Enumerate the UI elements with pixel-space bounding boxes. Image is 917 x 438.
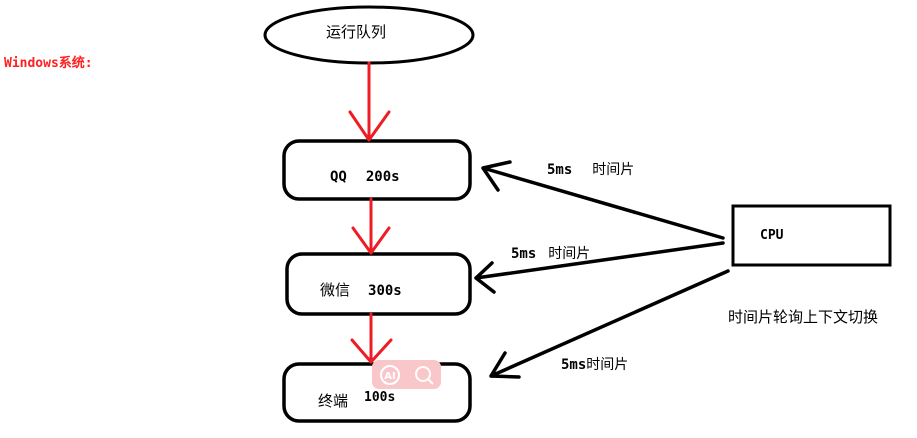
process-time: 300s <box>368 283 402 299</box>
flow-arrow-qq-to-wechat <box>351 197 391 255</box>
slice-amount: 5ms <box>561 357 587 373</box>
run-queue-label: 运行队列 <box>326 23 387 41</box>
process-name: 终端 <box>318 392 349 410</box>
process-time: 200s <box>365 169 400 185</box>
process-name: QQ <box>330 169 347 185</box>
ai-badge-icon[interactable]: AI <box>380 365 400 385</box>
svg-text:AI: AI <box>384 371 395 382</box>
flow-arrow-wechat-to-terminal <box>350 312 393 364</box>
slice-text: 时间片 <box>592 162 635 178</box>
flow-arrow-queue-to-qq <box>348 61 391 142</box>
time-slice-label-terminal: 5ms时间片 <box>561 358 628 373</box>
cpu-arrow-to-terminal <box>489 269 730 379</box>
process-box-qq <box>282 139 472 201</box>
slice-text: 时间片 <box>586 357 629 373</box>
cpu-arrows <box>474 160 730 379</box>
process-name: 微信 <box>320 281 351 299</box>
process-label-qq: QQ 200s <box>330 170 400 185</box>
cpu-note-label: 时间片轮询上下文切换 <box>728 308 879 326</box>
cpu-arrow-to-wechat <box>474 241 725 294</box>
process-time: 100s <box>364 390 396 405</box>
search-icon[interactable] <box>415 366 434 385</box>
cpu-box <box>731 204 892 267</box>
slice-amount: 5ms <box>511 246 537 262</box>
slice-text: 时间片 <box>548 246 591 262</box>
system-label: Windows系统: <box>4 56 93 71</box>
process-box-wechat <box>285 252 472 316</box>
queue-flow-arrows <box>348 61 393 364</box>
ai-search-overlay[interactable]: AI <box>372 360 441 389</box>
cpu-label: CPU <box>760 228 784 243</box>
slice-amount: 5ms <box>547 162 573 178</box>
cpu-arrow-to-qq <box>481 160 725 240</box>
time-slice-label-wechat: 5ms 时间片 <box>511 247 590 262</box>
process-label-terminal: 终端 100s <box>318 390 396 410</box>
time-slice-label-qq: 5ms 时间片 <box>547 163 634 178</box>
process-label-wechat: 微信 300s <box>320 283 402 299</box>
